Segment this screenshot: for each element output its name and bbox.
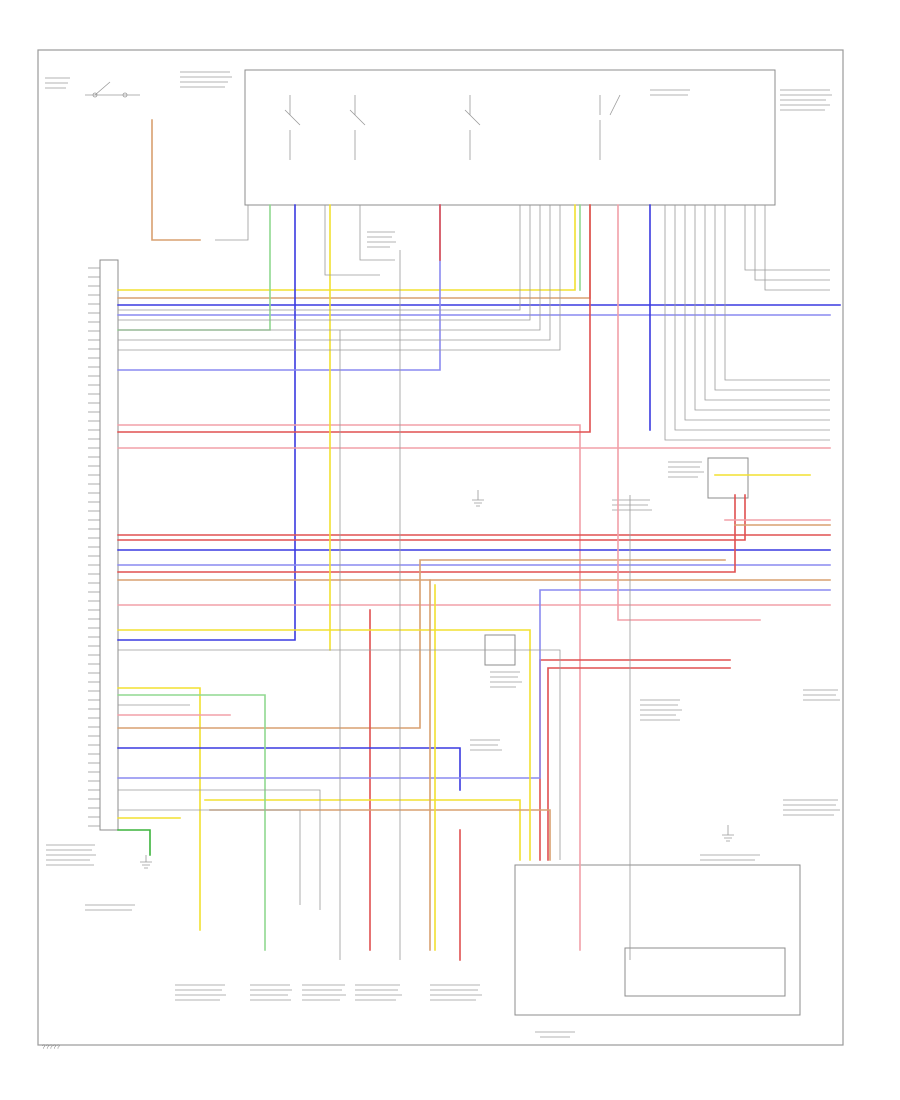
relay-contact-4 <box>599 94 621 160</box>
diagram-frame <box>37 49 844 1046</box>
diagram-code: ????? <box>42 1044 60 1051</box>
wire-lightgreen <box>117 694 266 951</box>
connector-box <box>707 457 749 499</box>
connector-strip <box>624 947 786 997</box>
wire-yellow <box>117 687 201 931</box>
relay-contact-2 <box>349 95 366 160</box>
wire-yellow <box>204 799 521 861</box>
bottom-right-block <box>514 864 801 1016</box>
wire-pink <box>117 424 581 951</box>
wire-red <box>547 667 731 861</box>
wire-pink <box>617 204 761 621</box>
relay-box <box>244 69 776 206</box>
wire-orange <box>209 809 551 861</box>
wire-yellow <box>117 629 531 861</box>
wire-orange <box>151 119 201 241</box>
wire-lightgreen <box>117 204 271 331</box>
label-marks <box>45 71 840 1038</box>
wire-red <box>117 494 746 541</box>
ground-symbols <box>140 490 734 869</box>
wire-yellow <box>117 204 576 291</box>
relay-contact-3 <box>464 95 481 160</box>
wire-red <box>539 659 731 861</box>
wire-lightblue <box>117 204 441 371</box>
ignition-switch <box>85 81 140 98</box>
ecm-pin-labels <box>88 267 100 827</box>
wire-harness <box>117 119 841 961</box>
wire-lightblue <box>117 589 831 779</box>
wire-blue <box>117 747 461 791</box>
wire-green <box>117 829 151 856</box>
wire-orange <box>117 204 591 299</box>
wire-blue <box>117 204 296 641</box>
gray-harness <box>118 205 830 960</box>
engine-control-module <box>99 259 119 831</box>
wire-orange <box>117 559 726 729</box>
wire-red <box>117 204 591 433</box>
relay-contact-1 <box>284 95 301 160</box>
